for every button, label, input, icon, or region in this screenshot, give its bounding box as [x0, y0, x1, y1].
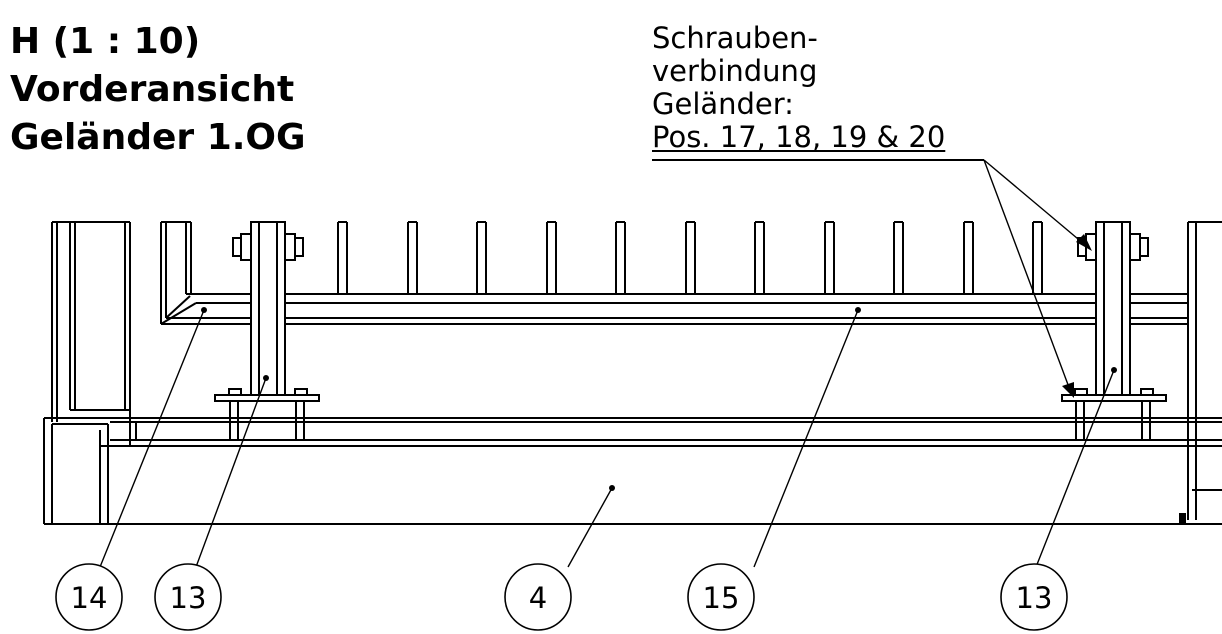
- bolt-note-line-2: verbindung: [652, 54, 818, 88]
- balloon-15-label: 15: [703, 581, 740, 615]
- balloon-4: [504, 563, 572, 631]
- leader-lines: [99, 159, 1115, 568]
- bolt-note-line-4: Pos. 17, 18, 19 & 20: [652, 120, 946, 154]
- balloon-14: [55, 563, 123, 631]
- view-title-subject: Geländer 1.OG: [10, 117, 306, 158]
- balloon-4-label: 4: [529, 581, 547, 615]
- leader-dot-14: [201, 307, 207, 313]
- arrowhead-upper: [1076, 234, 1092, 251]
- leader-dot-4: [609, 485, 615, 491]
- leader-dot-13-left: [263, 375, 269, 381]
- balloon-14-label: 14: [71, 581, 108, 615]
- post-left: [214, 221, 320, 440]
- leader-dot-15: [855, 307, 861, 313]
- balloon-15: [687, 563, 755, 631]
- bolt-note: Schrauben- verbindung Geländer: Pos. 17,…: [652, 22, 945, 154]
- view-title-scale: H (1 : 10): [10, 21, 201, 62]
- arrowhead-lower: [1062, 382, 1074, 398]
- view-title: H (1 : 10) Vorderansicht Geländer 1.OG: [10, 18, 306, 162]
- balloon-13-left-label: 13: [170, 581, 207, 615]
- view-title-name: Vorderansicht: [10, 69, 295, 110]
- bolt-note-line-3: Geländer:: [652, 87, 794, 121]
- base-beam: [43, 417, 1222, 525]
- balloon-13-left: [154, 563, 222, 631]
- handrail-bend: [160, 221, 197, 325]
- balloon-13-right-label: 13: [1016, 581, 1053, 615]
- bolt-note-line-1: Schrauben-: [652, 21, 818, 55]
- handrail: [161, 293, 1188, 325]
- right-column: [1179, 221, 1222, 523]
- balloon-13-right: [1000, 563, 1068, 631]
- balusters: [337, 221, 1043, 294]
- leader-dot-13-right: [1111, 367, 1117, 373]
- post-right: [1061, 221, 1167, 440]
- left-column: [51, 221, 131, 422]
